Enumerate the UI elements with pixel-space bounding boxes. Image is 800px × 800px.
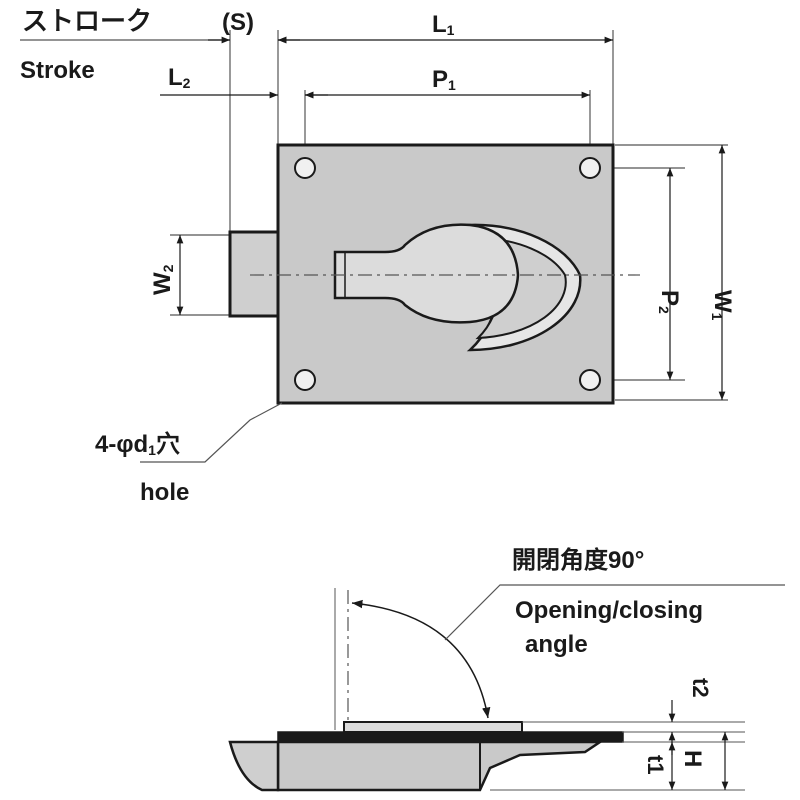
p1-label: P1 — [432, 66, 456, 93]
side-labels: 開閉角度90° Opening/closing angle t2 t1 H — [512, 546, 713, 775]
dimension-lines — [160, 36, 726, 400]
w1-label: W1 — [709, 290, 736, 321]
stroke-s-label: (S) — [222, 9, 254, 36]
mounting-hole-bottom-right — [579, 369, 601, 391]
mounting-holes — [294, 157, 601, 391]
angle-leader — [444, 584, 785, 641]
rotation-arc — [351, 599, 491, 719]
mounting-hole-top-left — [294, 157, 316, 179]
side-bolt — [228, 740, 280, 792]
stroke-en-label: Stroke — [20, 57, 95, 84]
t2-label: t2 — [688, 678, 713, 698]
mounting-hole-top-right — [579, 157, 601, 179]
side-dimension-lines — [668, 700, 729, 790]
h-label: H — [679, 750, 706, 767]
top-labels: ストローク (S) Stroke L1 L2 P1 P2 W1 W2 4-φd1… — [20, 6, 736, 506]
angle-en-label-2: angle — [525, 631, 588, 658]
l1-label: L1 — [432, 11, 455, 38]
side-handle — [343, 721, 523, 733]
side-body — [276, 740, 605, 792]
angle-jp-label: 開閉角度90° — [512, 546, 644, 574]
stroke-jp-label: ストローク — [22, 6, 152, 36]
side-plate — [277, 731, 624, 743]
p2-label: P2 — [656, 290, 683, 314]
angle-en-label-1: Opening/closing — [515, 597, 703, 624]
mounting-hole-bottom-left — [294, 369, 316, 391]
hole-leader — [140, 402, 283, 463]
hole-en-label: hole — [140, 479, 189, 506]
latch-bolt — [228, 230, 280, 318]
handle-body — [333, 223, 520, 324]
hole-jp-label: 4-φd1穴 — [95, 430, 180, 458]
t1-label: t1 — [643, 755, 668, 775]
w2-label: W2 — [149, 264, 176, 295]
side-view — [228, 584, 785, 792]
top-view — [20, 30, 728, 463]
l2-label: L2 — [168, 64, 191, 91]
